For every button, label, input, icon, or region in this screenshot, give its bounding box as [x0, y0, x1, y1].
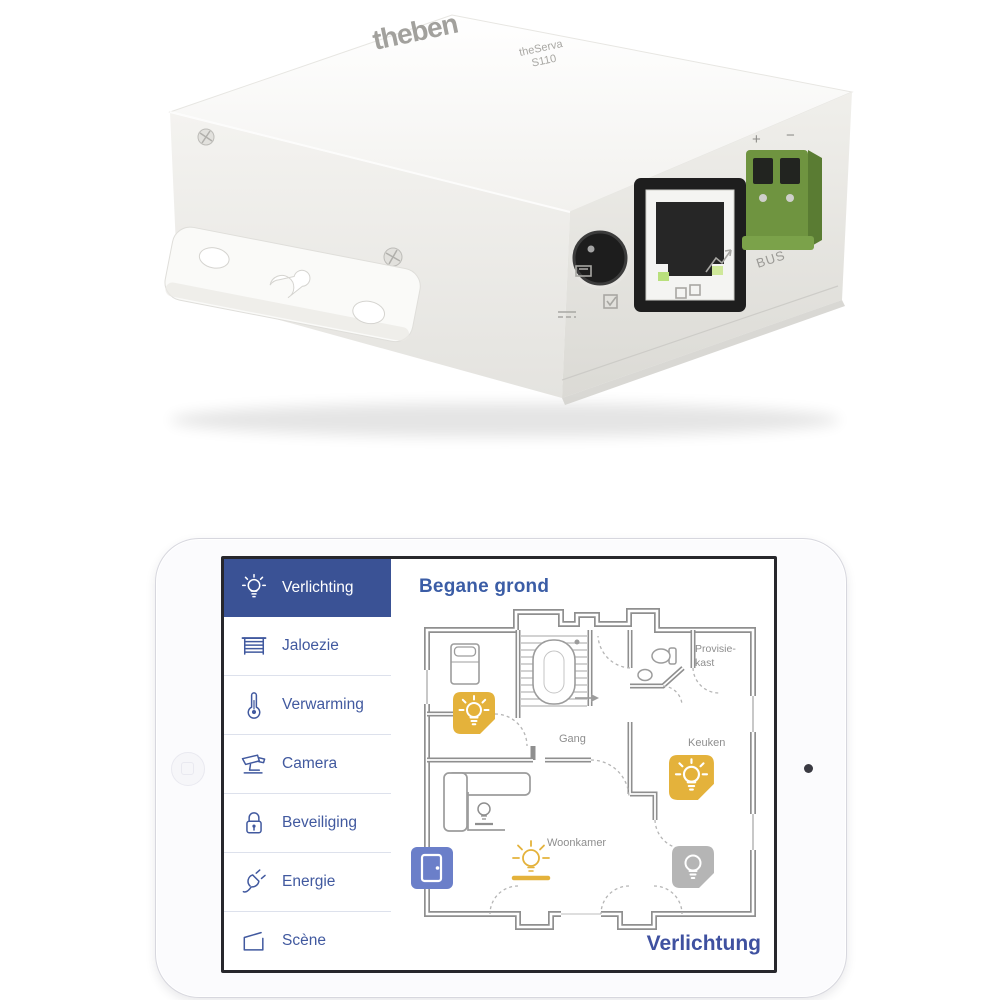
room-label-woonkamer: Woonkamer — [547, 837, 606, 849]
screw — [383, 247, 403, 267]
sidebar-item-verlichting[interactable]: Verlichting — [224, 559, 391, 617]
floorplan-panel: Begane grond — [391, 559, 774, 970]
sidebar-item-energie[interactable]: Energie — [224, 853, 391, 912]
dc-power-jack — [569, 227, 631, 289]
sidebar-item-label: Verlichting — [282, 579, 354, 596]
light-button-kitchen-on[interactable] — [669, 755, 714, 800]
lan-marking — [689, 284, 701, 296]
sink — [637, 668, 653, 682]
screw — [197, 128, 215, 146]
sidebar-item-label: Scène — [282, 932, 326, 949]
mounting-bracket — [164, 226, 421, 343]
sidebar-item-label: Beveiliging — [282, 814, 357, 831]
floorplan: Gang Keuken Woonkamer Provisie- kast — [411, 608, 758, 930]
room-label-provisiekast-2: kast — [695, 657, 714, 669]
sidebar-item-label: Camera — [282, 755, 338, 772]
sidebar: Verlichting Jaloezie Verwarming — [224, 559, 391, 970]
cctv-camera-icon — [241, 754, 266, 774]
toilet — [651, 647, 677, 665]
sidebar-item-beveiliging[interactable]: Beveiliging — [224, 794, 391, 853]
device-shadow — [170, 403, 840, 437]
active-category-label: Verlichtung — [646, 932, 761, 955]
model-line2: S110 — [531, 53, 558, 70]
sidebar-item-jaloezie[interactable]: Jaloezie — [224, 617, 391, 676]
dc-voltage-marking — [558, 311, 576, 318]
sidebar-item-scene[interactable]: Scène — [224, 912, 391, 970]
page-title: Begane grond — [419, 576, 550, 597]
surge-marking-arrow — [724, 249, 732, 257]
knx-bus-terminal: + − BUS — [742, 127, 822, 271]
plug-icon — [242, 869, 266, 893]
sofa — [443, 772, 531, 832]
thermometer-icon — [247, 692, 261, 719]
keyhole — [269, 269, 311, 299]
checkmark — [606, 296, 617, 307]
sidebar-item-camera[interactable]: Camera — [224, 735, 391, 794]
lightbulb-icon — [241, 573, 267, 598]
bus-plus-label: + — [752, 131, 761, 148]
room-label-provisiekast-1: Provisie- — [695, 643, 736, 655]
bus-minus-label: − — [786, 127, 795, 144]
desk — [467, 792, 505, 831]
desk-lamp-icon — [475, 802, 493, 826]
product-photo-theserva: theben theServa S110 — [164, 8, 854, 437]
sidebar-item-label: Verwarming — [282, 696, 364, 713]
front-camera — [804, 764, 813, 773]
sidebar-item-label: Jaloezie — [282, 637, 339, 654]
stairs — [521, 635, 599, 707]
lan-marking — [675, 287, 687, 299]
tablet: Verlichting Jaloezie Verwarming — [155, 538, 847, 998]
floor-lamp-on-icon[interactable] — [511, 840, 551, 881]
door-button[interactable] — [411, 847, 453, 889]
home-button[interactable] — [171, 752, 205, 786]
windows — [422, 670, 758, 919]
card-marking — [575, 265, 592, 277]
device-left-face — [170, 112, 570, 398]
room-label-keuken: Keuken — [688, 737, 725, 749]
blinds-icon — [241, 637, 267, 655]
ethernet-port — [634, 178, 746, 312]
padlock-icon — [246, 812, 262, 834]
checkbox-marking — [603, 294, 618, 309]
app-screen: Verlichting Jaloezie Verwarming — [221, 556, 777, 973]
surge-marking — [705, 249, 732, 273]
light-button-bedroom-on[interactable] — [453, 692, 495, 734]
bed — [450, 643, 480, 685]
sidebar-item-verwarming[interactable]: Verwarming — [224, 676, 391, 735]
scene-icon — [243, 931, 264, 951]
door-arcs — [489, 635, 720, 915]
light-button-off[interactable] — [672, 846, 714, 888]
room-label-gang: Gang — [559, 733, 586, 745]
sidebar-item-label: Energie — [282, 873, 336, 890]
